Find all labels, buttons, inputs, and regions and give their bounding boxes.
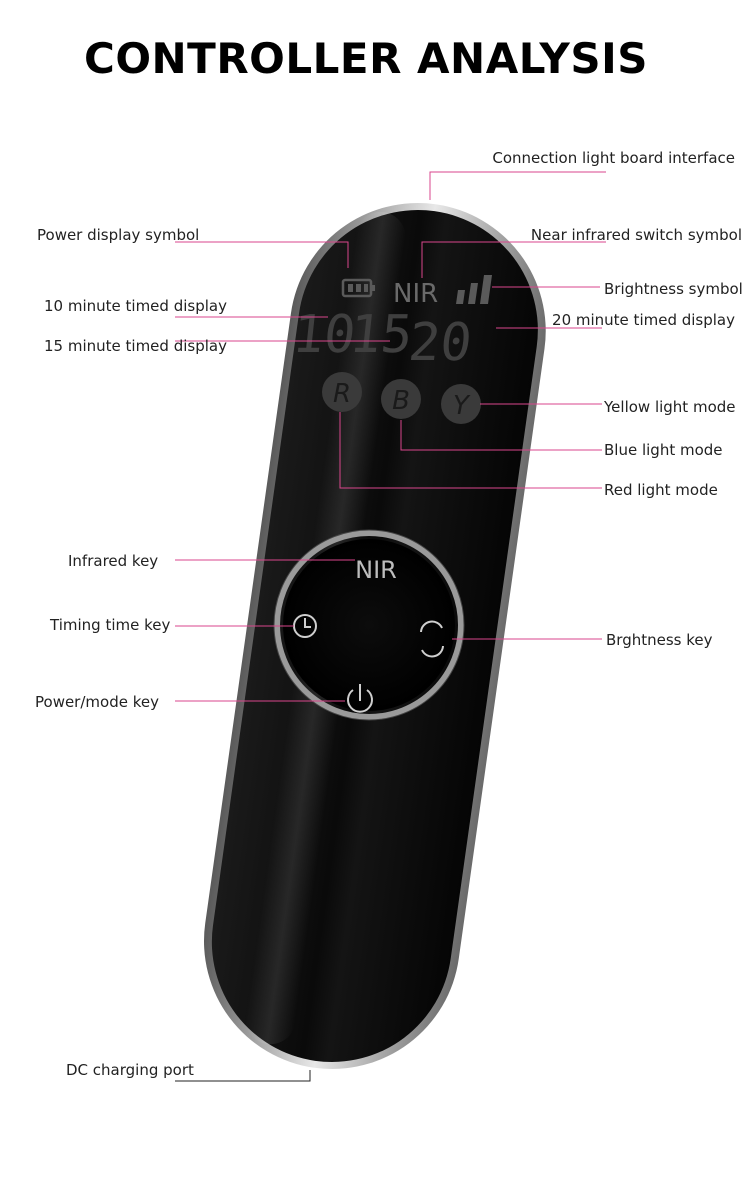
leader-lines — [175, 171, 606, 1082]
infrared-key[interactable]: NIR — [355, 556, 397, 584]
digits-10: 10 — [290, 305, 359, 365]
yellow-mode-button[interactable]: Y — [441, 384, 481, 424]
callout-labels: Connection light board interface Power d… — [35, 149, 743, 1079]
label-brightness-key: Brghtness key — [606, 631, 713, 649]
blue-mode-letter: B — [392, 386, 410, 416]
yellow-mode-letter: Y — [453, 391, 471, 421]
label-20min-display: 20 minute timed display — [552, 311, 735, 329]
controller-device: NIR 10 15 20 R B Y NIR — [203, 202, 546, 1069]
label-15min-display: 15 minute timed display — [44, 337, 227, 355]
leader-red-mode — [339, 412, 602, 489]
label-blue-mode: Blue light mode — [604, 441, 723, 459]
label-10min-display: 10 minute timed display — [44, 297, 227, 315]
digits-15: 15 — [347, 305, 416, 365]
label-infrared-key: Infrared key — [68, 552, 158, 570]
label-yellow-mode: Yellow light mode — [603, 398, 736, 416]
label-brightness-symbol: Brightness symbol — [604, 280, 743, 298]
battery-icon — [341, 278, 375, 298]
power-icon[interactable] — [347, 684, 373, 713]
leader-power-display — [175, 241, 349, 268]
leader-blue-mode — [400, 420, 602, 451]
leader-nir-symbol — [421, 241, 606, 278]
label-power-display-symbol: Power display symbol — [37, 226, 199, 244]
label-power-mode-key: Power/mode key — [35, 693, 159, 711]
leader-dc-port — [175, 1070, 311, 1082]
blue-mode-button[interactable]: B — [381, 379, 421, 419]
control-ring — [273, 529, 465, 721]
label-connection-interface: Connection light board interface — [492, 149, 735, 167]
label-timing-key: Timing time key — [49, 616, 170, 634]
refresh-icon[interactable] — [420, 620, 444, 658]
red-mode-letter: R — [333, 379, 351, 409]
label-nir-switch-symbol: Near infrared switch symbol — [531, 226, 742, 244]
red-mode-button[interactable]: R — [322, 372, 362, 412]
label-red-mode: Red light mode — [604, 481, 718, 499]
digits-20: 20 — [406, 313, 475, 373]
leader-connection-interface — [429, 171, 606, 200]
page-title: CONTROLLER ANALYSIS — [84, 34, 648, 83]
signal-bars-icon — [456, 275, 492, 304]
label-dc-charging-port: DC charging port — [66, 1061, 194, 1079]
nir-symbol: NIR — [393, 279, 438, 309]
